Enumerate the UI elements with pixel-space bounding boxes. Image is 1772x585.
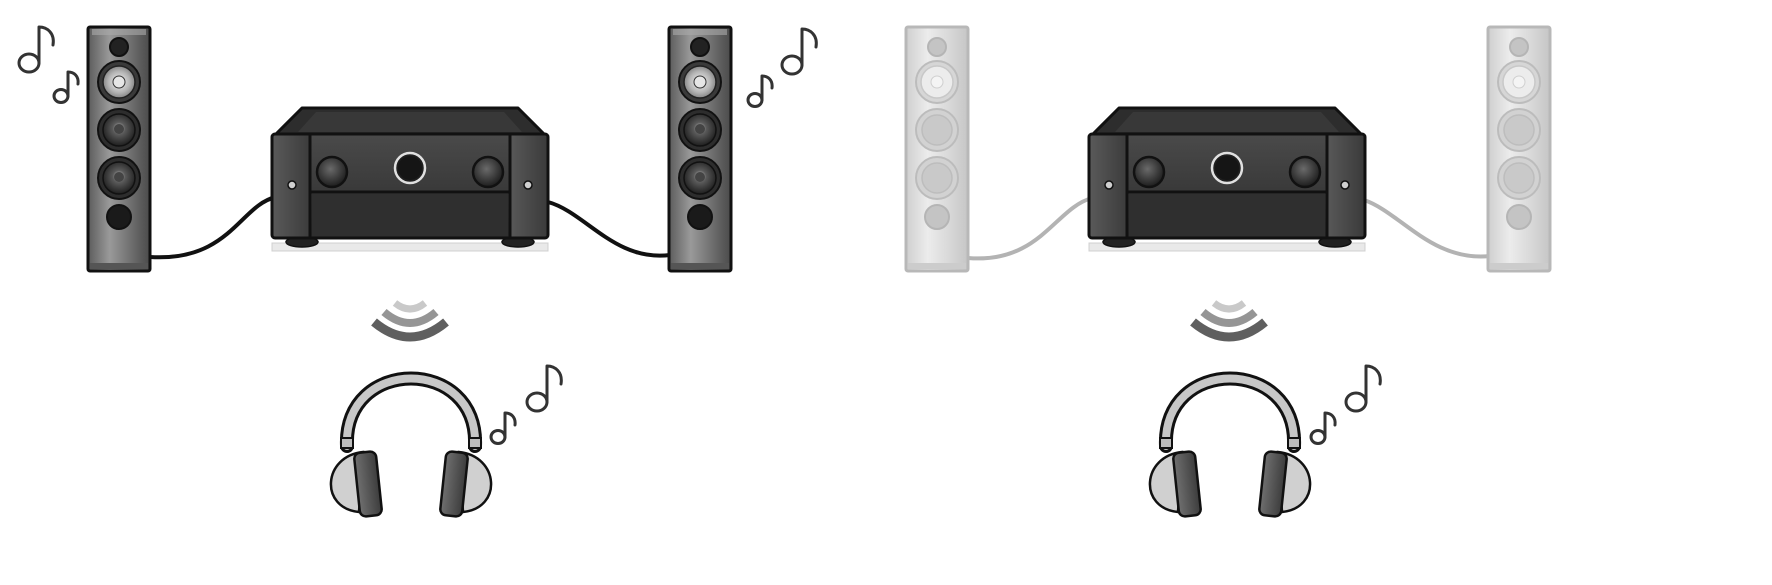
- music-note-icon: [489, 411, 517, 445]
- cable-left-speaker: [149, 195, 277, 260]
- music-note-icon: [525, 364, 563, 413]
- wireless-signal-icon: [374, 303, 446, 337]
- cable-right-speaker: [547, 200, 671, 258]
- speaker-icon: [1486, 25, 1552, 273]
- speaker-icon: [667, 25, 733, 273]
- av-receiver-icon: [270, 106, 550, 253]
- music-note-icon: [52, 70, 80, 104]
- cable-left-speaker: [967, 196, 1093, 261]
- headphones-icon: [1150, 379, 1310, 517]
- panel-right: [904, 25, 1552, 517]
- speaker-icon: [86, 25, 152, 273]
- cable-right-speaker: [1363, 198, 1491, 259]
- wireless-signal-icon: [1193, 303, 1265, 337]
- music-note-icon: [17, 25, 55, 74]
- music-note-icon: [1344, 364, 1382, 413]
- music-note-icon: [746, 74, 774, 108]
- music-note-icon: [1309, 411, 1337, 445]
- music-note-icon: [780, 27, 818, 76]
- headphones-icon: [331, 379, 491, 517]
- speaker-icon: [904, 25, 970, 273]
- av-receiver-icon: [1087, 106, 1367, 253]
- panel-left: [17, 25, 818, 517]
